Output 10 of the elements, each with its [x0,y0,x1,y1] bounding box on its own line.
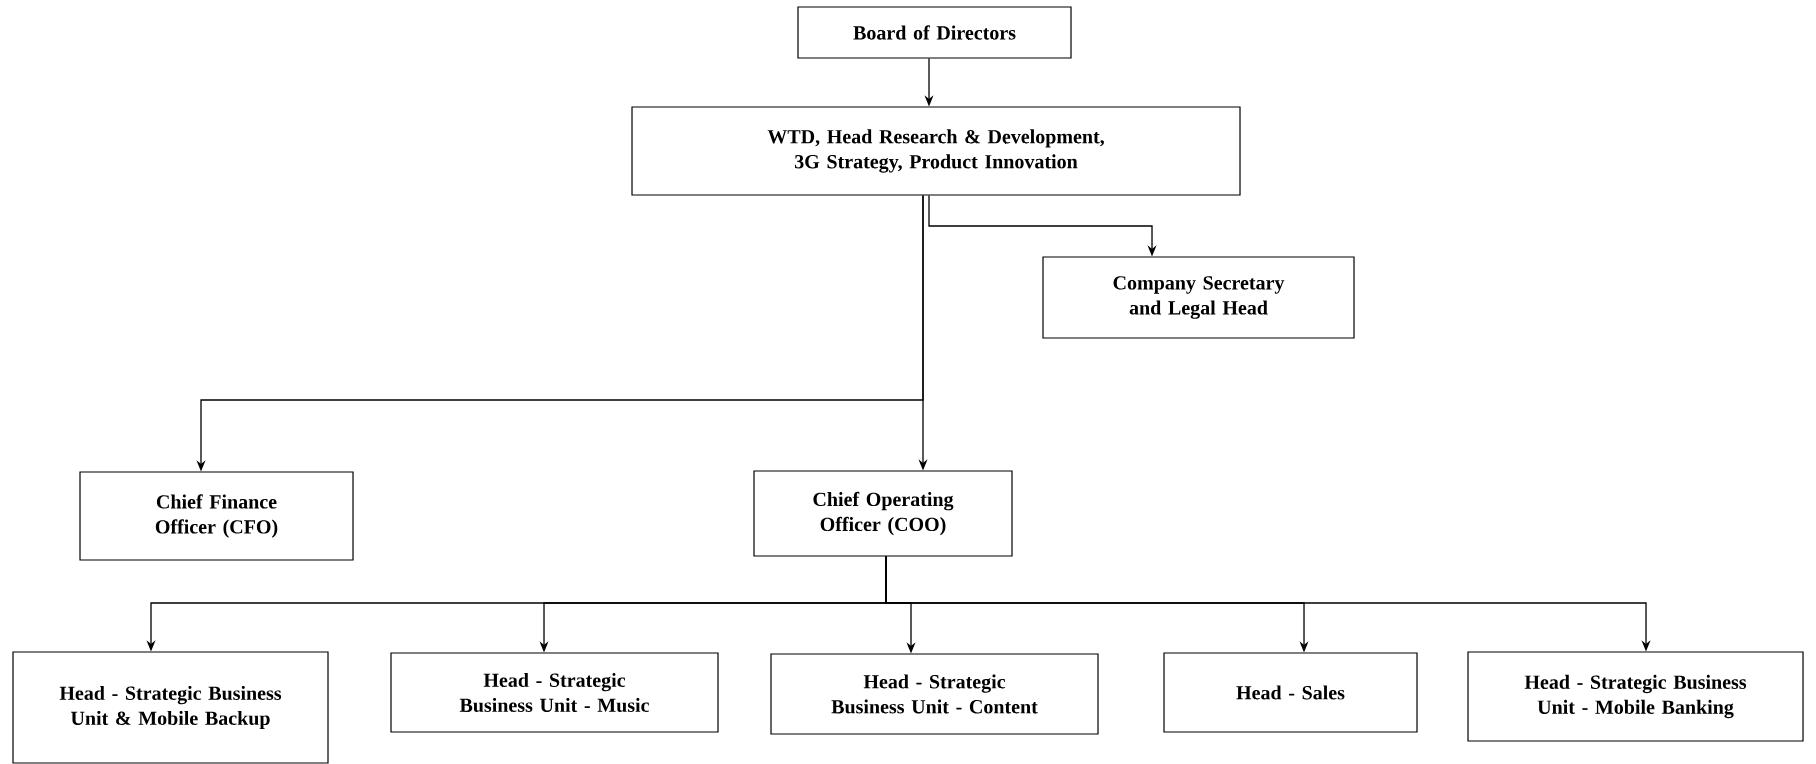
org-box: Head - Strategic Business Unit - Mobile Banking [1467,651,1804,742]
org-box: WTD, Head Research & Development, 3G Strategy, Product Innovation [631,106,1241,196]
org-box: Head - Sales [1163,652,1418,733]
org-box: Company Secretary and Legal Head [1042,256,1355,339]
org-box: Head - Strategic Business Unit & Mobile Backup [12,651,329,764]
org-box: Head - Strategic Business Unit - Music [390,652,719,733]
org-box: Board of Directors [797,6,1072,59]
org-box: Chief Operating Officer (COO) [753,470,1013,557]
org-box: Chief Finance Officer (CFO) [79,471,354,561]
org-box: Head - Strategic Business Unit - Content [770,653,1099,735]
